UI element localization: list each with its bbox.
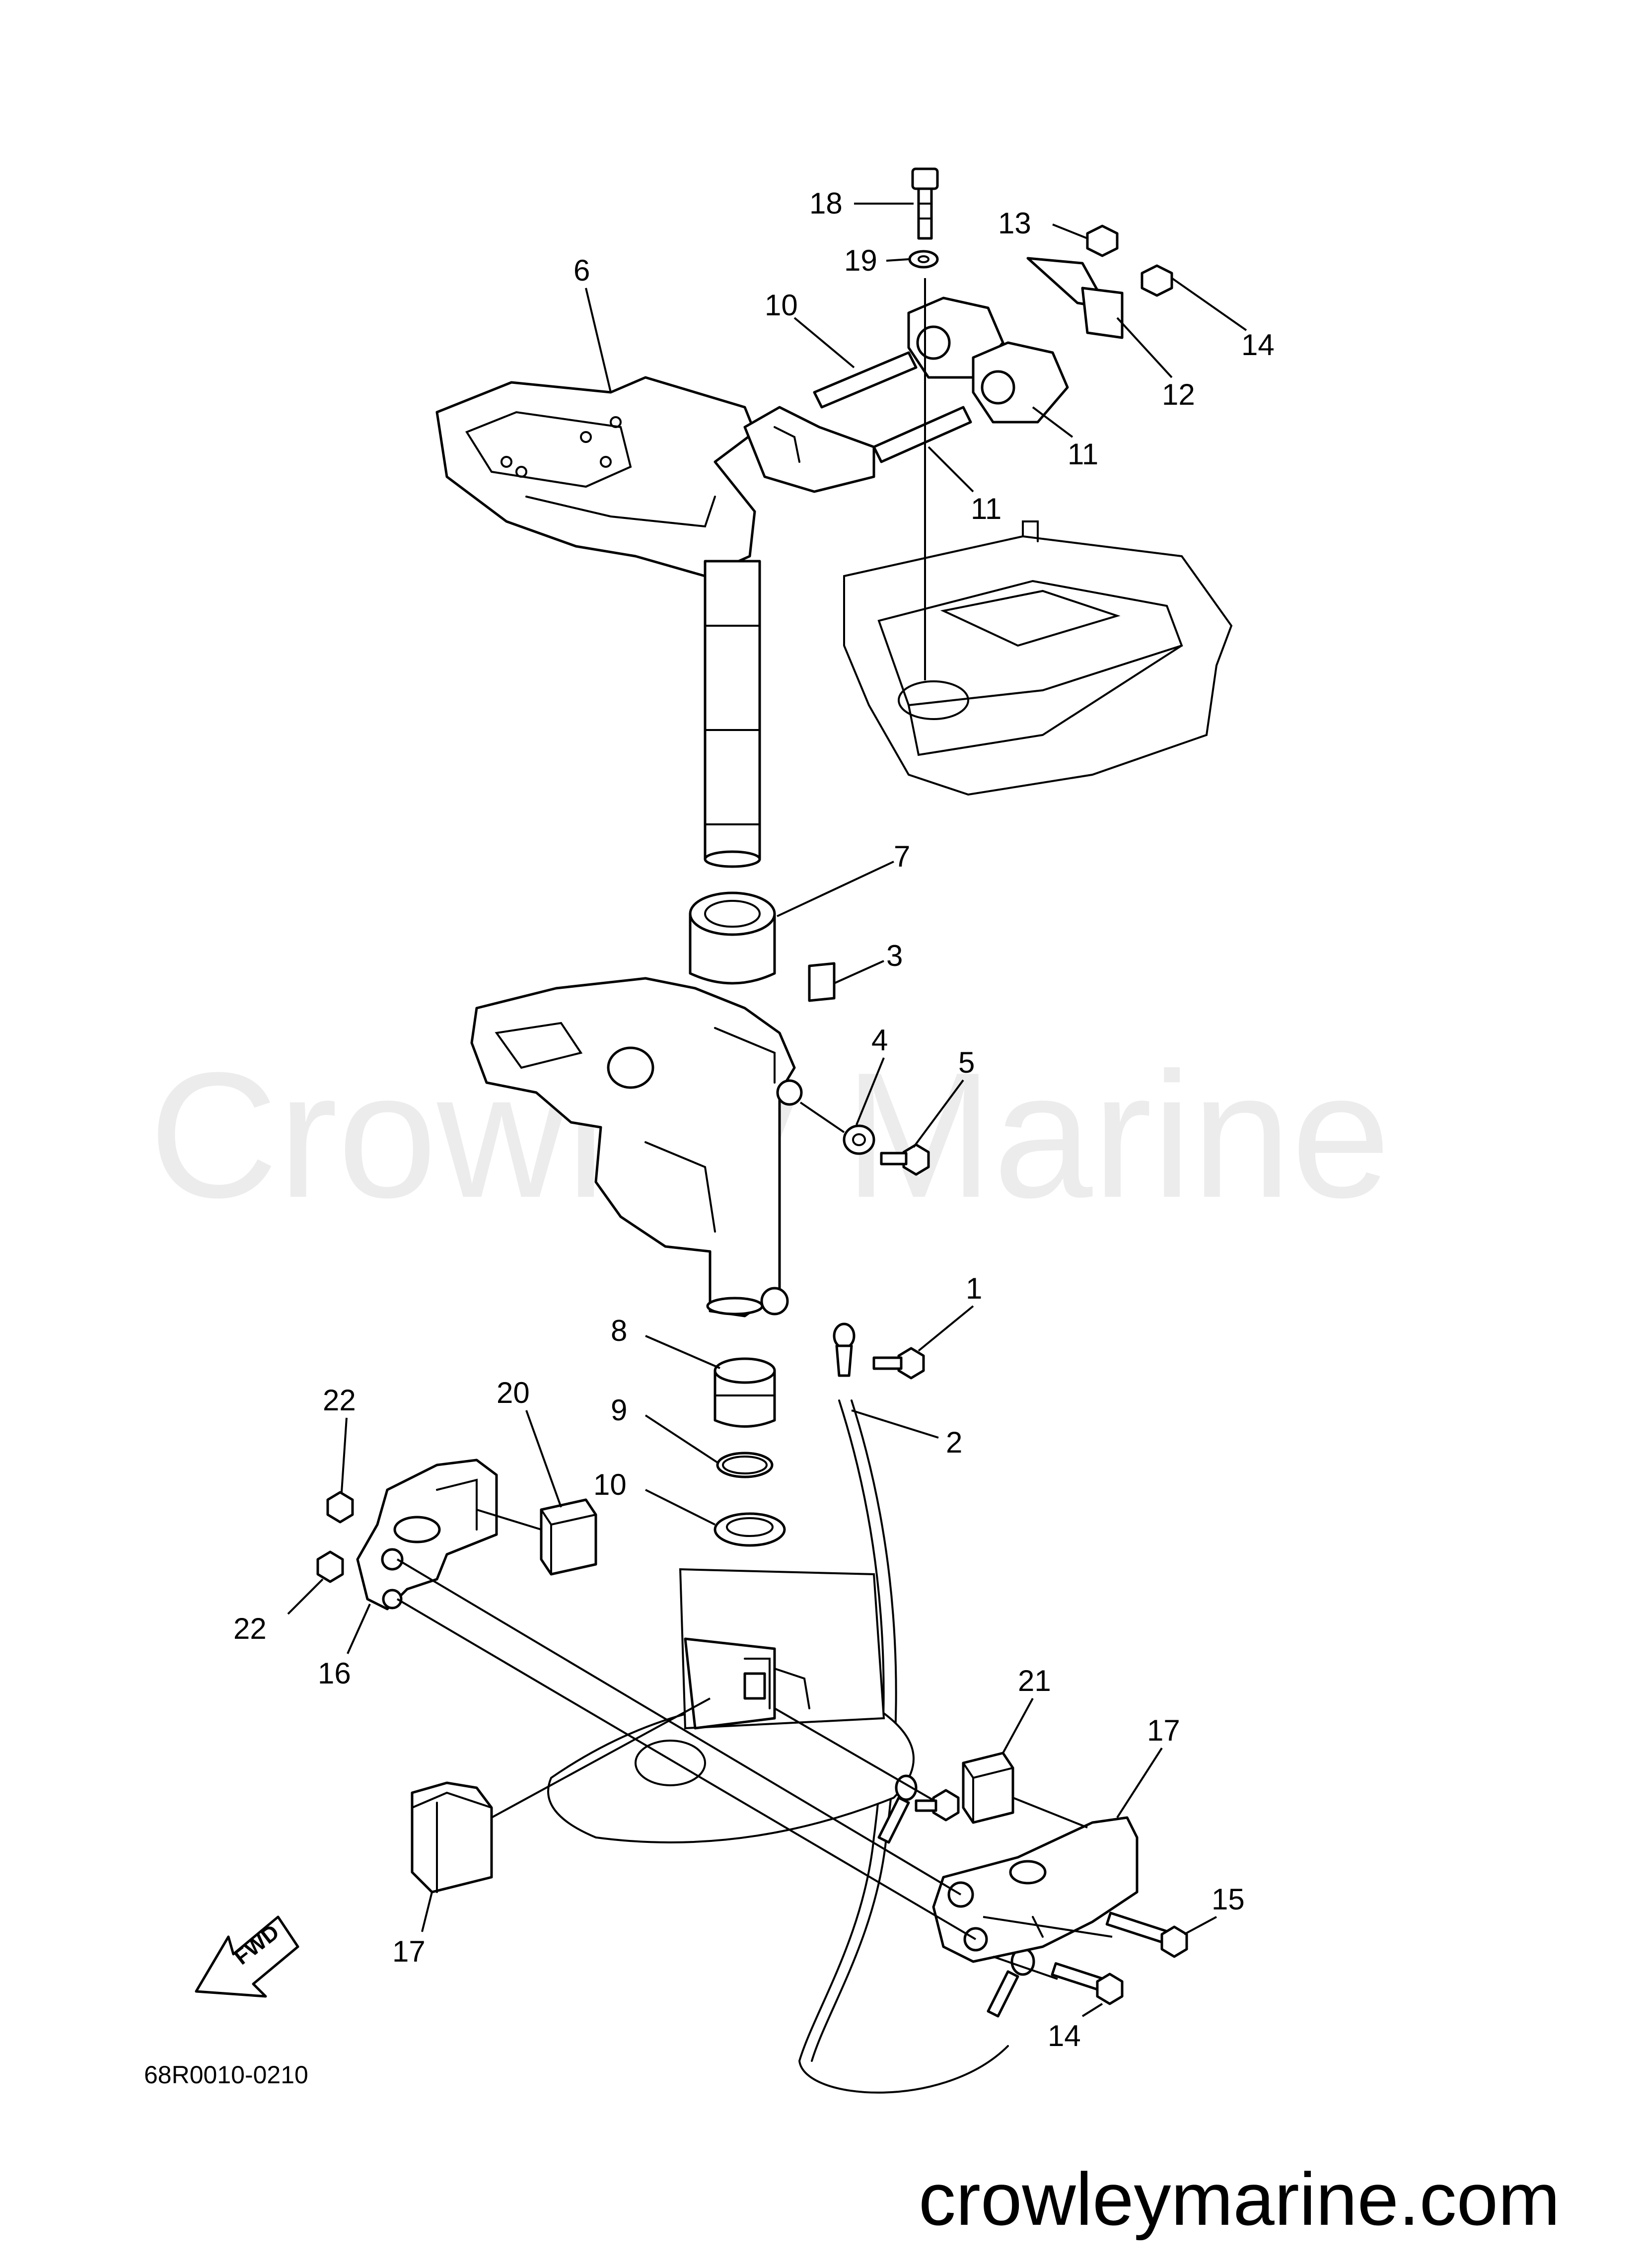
callout-17-left: 16	[318, 1657, 351, 1690]
alignment-lines	[396, 1558, 1113, 1980]
clamp-bracket-left-part-17	[356, 1459, 498, 1610]
callout-11-lower: 11	[971, 492, 1001, 525]
nuts-part-22	[316, 1491, 354, 1583]
steering-bracket-part-6	[435, 376, 875, 868]
damper-block-part-18	[411, 1781, 493, 1894]
callout-19-left: 20	[497, 1376, 530, 1409]
bushing-part-7	[689, 891, 776, 985]
callout-21: 15	[1212, 1883, 1245, 1916]
ground-lead-part-2	[798, 1322, 1035, 2094]
callout-14-upper: 13	[998, 207, 1031, 240]
callout-1: 1	[966, 1272, 982, 1305]
callout-14-lower: 14	[1241, 328, 1275, 362]
callout-17-right: 17	[1147, 1714, 1180, 1747]
callout-22-upper: 22	[323, 1384, 356, 1417]
bolt-part-20	[1051, 1962, 1124, 2005]
swivel-bracket	[470, 977, 803, 1317]
lower-unit-ghost	[547, 1568, 915, 1843]
callout-5: 5	[958, 1046, 975, 1079]
callout-19-right: 21	[1018, 1664, 1051, 1697]
callout-leaders	[287, 203, 1247, 2017]
mount-plate-part-13	[1026, 257, 1124, 339]
callout-20: 14	[1048, 2019, 1081, 2052]
o-ring-part-9	[716, 1452, 774, 1478]
bolt-part-15	[911, 167, 939, 240]
washer-part-16	[908, 250, 939, 269]
footer-url: crowleymarine.com	[919, 2157, 1560, 2241]
callout-18: 17	[392, 1935, 426, 1968]
callout-3: 3	[886, 939, 903, 972]
callout-15: 18	[809, 187, 843, 220]
pad-right-part-19	[962, 1752, 1014, 1824]
upper-mounts-part-12	[907, 296, 1069, 424]
ground-screw-lower	[877, 1774, 960, 1844]
pad-left-part-19	[540, 1498, 597, 1576]
collar-part-4	[843, 1124, 875, 1155]
callout-4: 4	[871, 1024, 888, 1057]
callout-2: 2	[946, 1426, 962, 1459]
bolt-part-5	[880, 1143, 930, 1176]
seal-part-10	[714, 1512, 786, 1547]
nuts-part-14	[1086, 224, 1173, 297]
screw-part-1	[872, 1347, 925, 1380]
callout-11-upper: 10	[765, 289, 798, 322]
callout-8: 8	[611, 1314, 627, 1347]
callout-labels: 18 19 13 14 12 11 10 11 6 7 3 4 5 1 2 8 …	[233, 187, 1275, 2052]
callout-12: 11	[1068, 438, 1098, 471]
diagram-code: 68R0010-0210	[144, 2061, 308, 2089]
tab-part-3	[808, 962, 836, 1002]
engine-base-ghost	[843, 520, 1233, 796]
callout-22-lower: 22	[233, 1612, 267, 1645]
left-pad-link	[476, 1509, 542, 1531]
callout-13: 12	[1162, 378, 1195, 411]
callout-6: 6	[573, 254, 590, 287]
stud-bolts-part-11	[813, 351, 972, 463]
callout-10: 10	[593, 1468, 627, 1501]
bolt-part-21	[1105, 1911, 1188, 1958]
callout-9: 9	[611, 1393, 627, 1427]
callout-7: 7	[894, 840, 910, 873]
forward-direction-arrow: FWD	[195, 1915, 299, 1998]
bushing-part-8	[714, 1357, 776, 1428]
right-pad-link	[1012, 1797, 1088, 1829]
collar-axis	[799, 1101, 845, 1133]
block-link	[491, 1697, 711, 1819]
clamp-bracket-right-part-17	[932, 1816, 1139, 1963]
callout-16: 19	[844, 244, 877, 277]
